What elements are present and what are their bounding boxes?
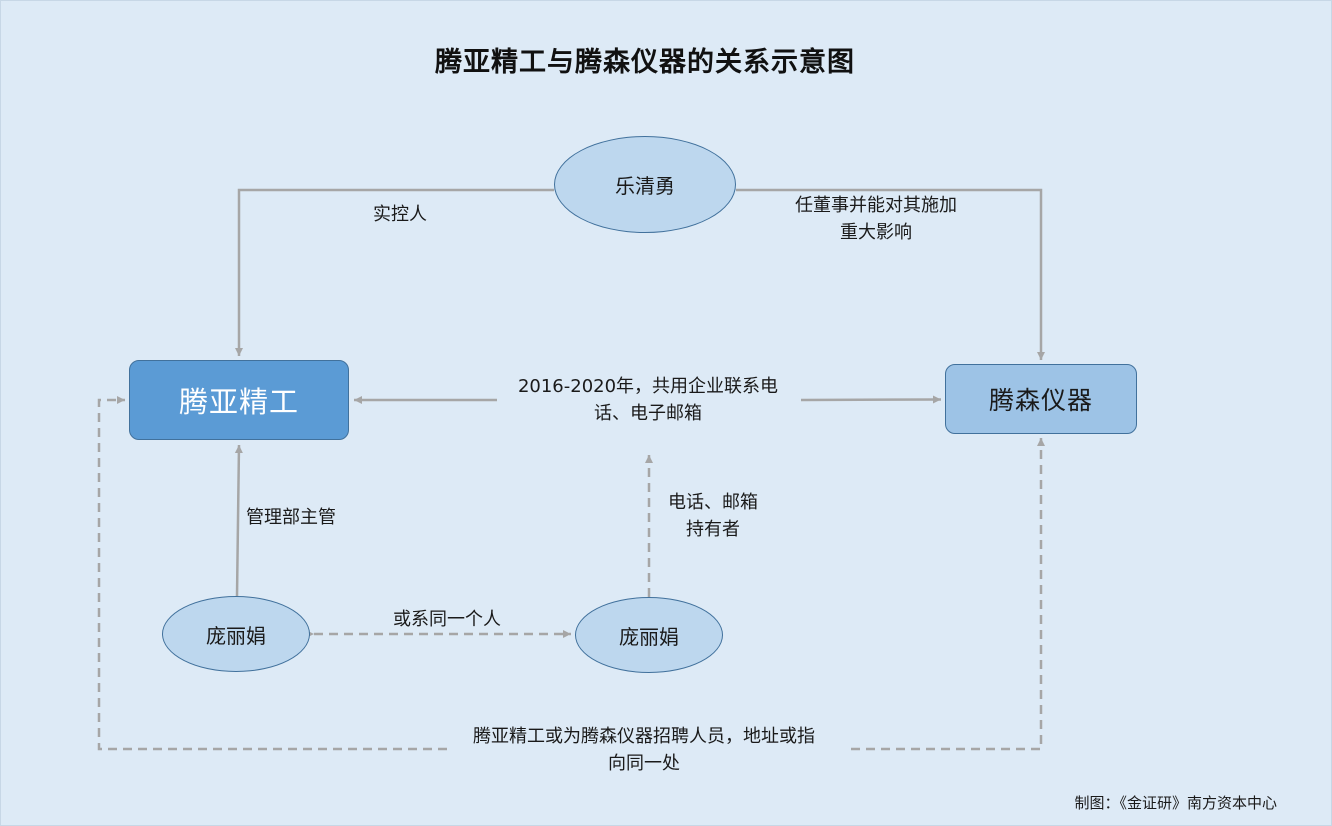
label-holder-line1: 电话、邮箱	[668, 492, 758, 513]
label-same-person: 或系同一个人	[393, 609, 501, 630]
edge-recruit-left	[97, 396, 447, 751]
node-company-a: 腾亚精工	[129, 360, 349, 440]
node-person-left: 庞丽娟	[162, 596, 310, 672]
label-manager: 管理部主管	[246, 507, 336, 528]
node-person-top: 乐清勇	[554, 136, 736, 233]
label-director: 任董事并能对其施加 重大影响	[776, 192, 976, 246]
label-shared-contact: 2016-2020年，共用企业联系电 话、电子邮箱	[498, 373, 798, 427]
label-shared-line2: 话、电子邮箱	[594, 403, 702, 424]
label-recruit: 腾亚精工或为腾森仪器招聘人员，地址或指 向同一处	[447, 723, 841, 777]
edge-recruit-right	[851, 438, 1045, 751]
edge-controller	[235, 188, 554, 356]
label-recruit-line2: 向同一处	[608, 753, 680, 774]
edge-manager	[234, 444, 243, 597]
credit-text: 制图：《金证研》南方资本中心	[1074, 794, 1277, 812]
label-director-line2: 重大影响	[840, 222, 912, 243]
label-shared-line1: 2016-2020年，共用企业联系电	[517, 376, 779, 397]
label-holder: 电话、邮箱 持有者	[653, 489, 773, 543]
node-company-b: 腾森仪器	[945, 364, 1137, 434]
edge-director	[736, 188, 1045, 360]
label-holder-line2: 持有者	[686, 519, 740, 540]
edge-shared-right	[800, 395, 942, 404]
label-director-line1: 任董事并能对其施加	[795, 195, 957, 216]
label-controller: 实控人	[373, 204, 427, 225]
page-title: 腾亚精工与腾森仪器的关系示意图	[435, 47, 855, 78]
node-person-right: 庞丽娟	[575, 597, 723, 673]
label-recruit-line1: 腾亚精工或为腾森仪器招聘人员，地址或指	[473, 726, 815, 747]
